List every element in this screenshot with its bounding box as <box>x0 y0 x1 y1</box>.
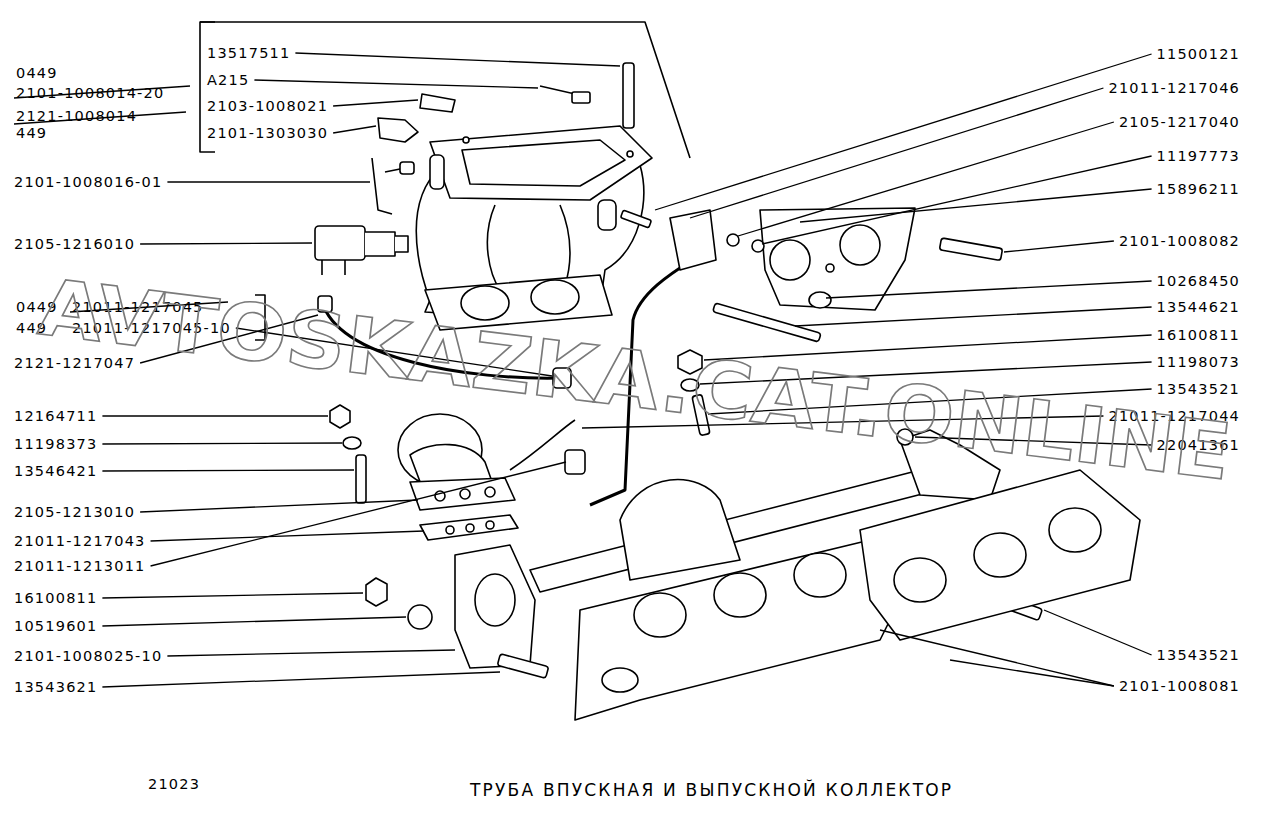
leader-line <box>167 181 370 182</box>
callout-number: 2101-1008082 <box>1119 232 1240 250</box>
leader-line <box>762 156 1152 244</box>
callout-number: 2101-1008016-01 <box>14 173 162 191</box>
leader-line <box>102 672 500 687</box>
leader-line <box>140 500 418 512</box>
leader-line <box>826 281 1152 298</box>
callout-number: 2101-1008081 <box>1119 677 1240 695</box>
callout-number: 15896211 <box>1157 180 1240 198</box>
callout-number: 16100811 <box>14 589 97 607</box>
callout-number: 13544621 <box>1157 298 1240 316</box>
callout-number: 2121-1008014 <box>16 107 137 125</box>
callout-number: 21011-1213011 <box>14 557 146 575</box>
callout-number: 2103-1008021 <box>207 97 328 115</box>
leader-line <box>690 88 1103 218</box>
callout-number: A215 <box>207 71 249 89</box>
callout-number: 2105-1217040 <box>1119 113 1240 131</box>
callout-number: 10268450 <box>1157 272 1240 290</box>
leader-line <box>1044 610 1152 655</box>
callout-number: 2101-1303030 <box>207 124 328 142</box>
callout-number: 2105-1216010 <box>14 235 135 253</box>
watermark: AVTOSKAZKA.CAT.ONLINE <box>34 262 1236 498</box>
leader-line <box>254 80 538 88</box>
callout-number: 13543521 <box>1157 646 1240 664</box>
callout-number: 11500121 <box>1157 45 1240 63</box>
callout-number: 11197773 <box>1157 147 1240 165</box>
leader-line <box>102 443 342 444</box>
callout-number: 11198373 <box>14 435 97 453</box>
leader-line <box>950 660 1114 686</box>
callout-number: 21011-1217043 <box>14 532 146 550</box>
leader-line <box>151 531 424 541</box>
leader-line <box>102 593 363 598</box>
leader-line <box>880 630 1114 686</box>
callout-number: 2105-1213010 <box>14 503 135 521</box>
leader-line <box>655 54 1152 210</box>
leader-line <box>102 415 328 416</box>
callout-number: 21011-1217046 <box>1108 79 1240 97</box>
leader-line <box>333 100 418 106</box>
callout-number: 13517511 <box>207 44 290 62</box>
callout-number: 16100811 <box>1157 326 1240 344</box>
leader-line <box>1004 241 1114 252</box>
leader-line <box>102 470 354 471</box>
callout-number: 449 <box>16 124 47 142</box>
leader-line <box>738 122 1114 236</box>
callout-number: 13546421 <box>14 462 97 480</box>
callout-number: 12164711 <box>14 407 97 425</box>
leader-line <box>167 650 455 656</box>
callout-number: 10519601 <box>14 617 97 635</box>
callout-number: 0449 <box>16 64 58 82</box>
callout-number: 21023 <box>148 775 200 793</box>
callout-number: 2101-1008025-10 <box>14 647 162 665</box>
callout-number: 13543621 <box>14 678 97 696</box>
leader-line <box>295 53 620 66</box>
callout-number: 13543521 <box>1157 380 1240 398</box>
leader-line <box>140 243 312 244</box>
leader-line <box>333 126 376 133</box>
callout-number: 2101-1008014-20 <box>16 84 164 102</box>
leader-line <box>151 462 566 566</box>
leader-line <box>795 307 1152 326</box>
leader-line <box>800 189 1152 222</box>
diagram-title: ТРУБА ВПУСКНАЯ И ВЫПУСКНОЙ КОЛЛЕКТОР <box>470 780 953 800</box>
callout-number: 11198073 <box>1157 353 1240 371</box>
leader-line <box>102 617 406 626</box>
